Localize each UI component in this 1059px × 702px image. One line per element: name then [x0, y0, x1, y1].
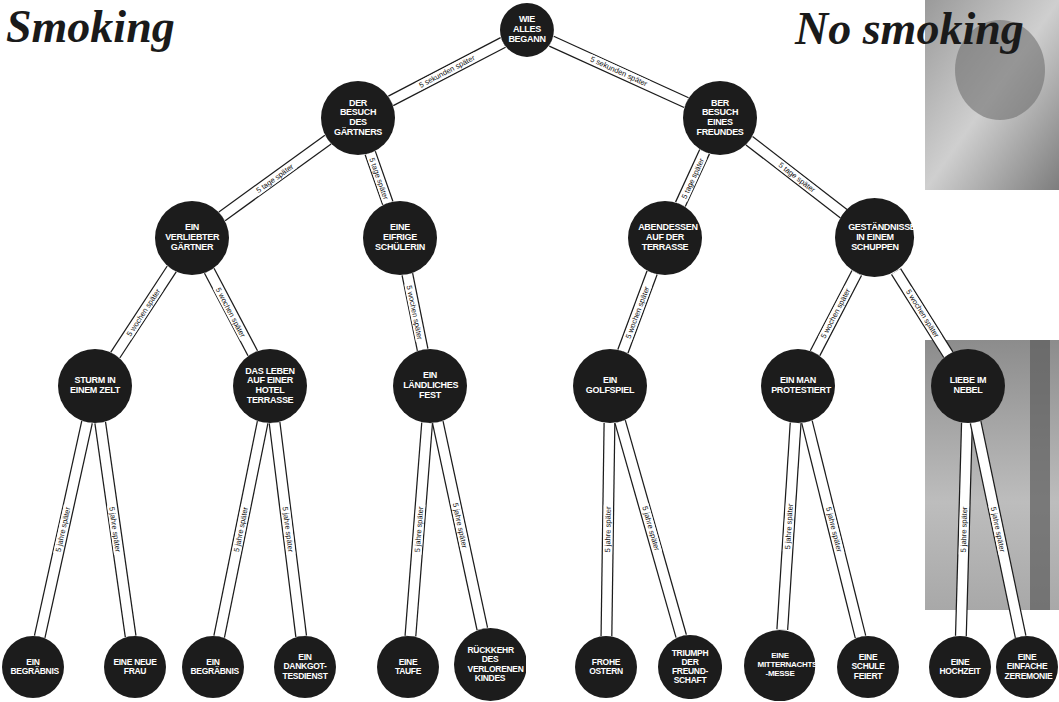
scene-title: RÜCKKEHR DES VERLORENEN KINDES	[468, 646, 513, 683]
scene-circle: DAS LEBEN AUF EINER HOTEL TERRASSE	[233, 349, 307, 423]
scene-title: EIN GOLFSPIEL	[583, 376, 637, 395]
time-band	[976, 422, 1021, 636]
scene-title: EIN BEGRÄBNIS	[191, 658, 236, 676]
scene-circle: EIN GOLFSPIEL	[573, 349, 647, 423]
photo-tree	[1030, 340, 1050, 610]
time-band	[807, 422, 861, 637]
scene-title: WIE ALLES BEGANN	[508, 15, 546, 44]
time-band	[438, 422, 483, 629]
scene-title: EIN MAN PROTESTIERT	[771, 376, 825, 395]
time-label: 5 tage später	[775, 159, 818, 195]
scene-circle: DER BESUCH DES GÄRTNERS	[321, 81, 395, 155]
scene-circle: EINE EINFACHE ZEREMONIE	[996, 636, 1058, 698]
time-band	[410, 423, 427, 636]
scene-circle: GESTÄNDNISSE IN EINEM SCHUPPEN	[835, 198, 914, 277]
scene-title: TRIUMPH DER FREUND- SCHAFT	[668, 649, 713, 686]
time-label: 5 jahre später	[959, 504, 969, 554]
time-band	[275, 423, 302, 637]
time-band	[391, 42, 503, 100]
scene-circle: WIE ALLES BEGANN	[500, 3, 554, 57]
scene-title: EIN BEGRÄBNIS	[11, 658, 56, 676]
scene-title: EINE SCHULE FEIERT	[846, 653, 891, 681]
scene-title: EIN DANKGOT- TESDIENST	[283, 653, 328, 681]
scene-circle: LIEBE IM NEBEL	[931, 349, 1005, 423]
scene-circle: BER BESUCH EINES FREUNDES	[683, 81, 757, 155]
scene-circle: EIN MAN PROTESTIERT	[761, 349, 835, 423]
scene-circle: ABENDESSEN AUF DER TERRASSE	[628, 201, 702, 275]
scene-title: FROHE OSTERN	[584, 658, 629, 676]
scene-title: DER BESUCH DES GÄRTNERS	[331, 99, 385, 138]
scene-circle: EINE HOCHZEIT	[929, 636, 991, 698]
time-label: 5 wochen später	[818, 285, 853, 342]
time-band	[40, 422, 87, 637]
time-band	[222, 140, 328, 217]
time-band	[552, 41, 687, 102]
scene-title: ABENDESSEN AUF DER TERRASSE	[638, 223, 692, 252]
scene-circle: STURM IN EINEM ZELT	[58, 349, 132, 423]
time-label: 5 sekunden später	[416, 53, 478, 91]
time-label: 5 wochen später	[903, 286, 942, 341]
scene-title: DAS LEBEN AUF EINER HOTEL TERRASSE	[243, 367, 297, 406]
scene-circle: EIN VERLIEBTER GÄRTNER	[155, 201, 229, 275]
scene-circle: EINE EIFRIGE SCHÜLERIN	[363, 201, 437, 275]
time-label: 5 jahre später	[603, 504, 613, 554]
scene-title: EIN LÄNDLICHES FEST	[403, 371, 457, 400]
scene-title: LIEBE IM NEBEL	[941, 376, 995, 395]
time-band	[782, 423, 795, 630]
scene-title: EINE EINFACHE ZEREMONIE	[1005, 653, 1050, 681]
scene-circle: FROHE OSTERN	[575, 636, 637, 698]
scene-circle: EINE MITTERNACHTS -MESSE	[744, 630, 815, 701]
scene-title: EIN VERLIEBTER GÄRTNER	[165, 223, 219, 252]
scene-circle: EIN BEGRÄBNIS	[2, 636, 64, 698]
time-label: 5 jahre später	[640, 504, 662, 554]
scene-title: EINE EIFRIGE SCHÜLERIN	[373, 223, 427, 252]
scene-title: EINE NEUE FRAU	[113, 658, 158, 676]
time-band	[623, 273, 652, 352]
scene-title: STURM IN EINEM ZELT	[68, 376, 122, 395]
scene-title: EINE TAUFE	[386, 658, 431, 676]
time-band	[115, 269, 171, 355]
scene-circle: EINE TAUFE	[377, 636, 439, 698]
scene-title: EINE HOCHZEIT	[938, 658, 983, 676]
scene-circle: EIN DANKGOT- TESDIENST	[274, 636, 336, 698]
scene-circle: EINE SCHULE FEIERT	[837, 636, 899, 698]
scene-circle: EIN BEGRÄBNIS	[182, 636, 244, 698]
time-label: 5 jahre später	[450, 500, 469, 551]
time-label: 5 wochen später	[124, 285, 164, 339]
time-label: 5 tage später	[253, 160, 297, 195]
time-label: 5 jahre später	[823, 504, 844, 555]
film-title: No smoking	[795, 6, 1024, 52]
scene-title: EINE MITTERNACHTS -MESSE	[758, 652, 803, 678]
scene-circle: RÜCKKEHR DES VERLORENEN KINDES	[454, 628, 527, 701]
time-label: 5 jahre später	[54, 504, 74, 555]
time-band	[896, 271, 948, 354]
scene-circle: TRIUMPH DER FREUND- SCHAFT	[658, 635, 722, 699]
time-band	[219, 422, 262, 636]
time-band	[100, 423, 130, 637]
time-label: 5 wochen später	[213, 284, 248, 340]
time-band	[749, 141, 843, 214]
time-label: 5 sekunden später	[587, 54, 651, 89]
time-label: 5 wochen später	[623, 283, 652, 341]
scene-title: BER BESUCH EINES FREUNDES	[693, 99, 747, 138]
time-band	[815, 273, 857, 353]
film-title: Smoking	[6, 4, 175, 50]
time-label: 5 tage später	[678, 154, 706, 201]
scene-circle: EIN LÄNDLICHES FEST	[393, 349, 467, 423]
time-band	[620, 422, 681, 637]
scene-circle: EINE NEUE FRAU	[104, 636, 166, 698]
time-label: 5 jahre später	[232, 504, 251, 555]
scene-title: GESTÄNDNISSE IN EINEM SCHUPPEN	[848, 223, 902, 252]
time-band	[209, 271, 252, 354]
